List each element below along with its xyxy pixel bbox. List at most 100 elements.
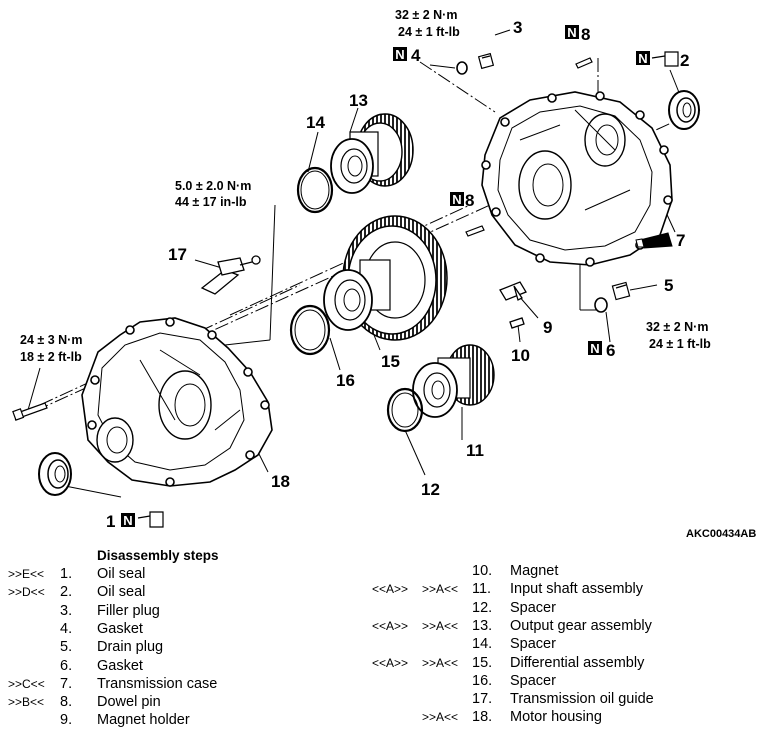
svg-text:N: N	[452, 192, 461, 207]
step-mark-a: <<A>>	[372, 618, 409, 633]
svg-text:N: N	[123, 513, 132, 528]
step-name: Transmission oil guide	[510, 691, 654, 708]
step-mark-b: >>A<<	[422, 582, 459, 597]
torque-18-line2: 18 ± 2 ft-lb	[20, 350, 82, 364]
part-output-gear-assembly	[330, 113, 414, 194]
svg-text:N: N	[638, 51, 647, 66]
callout-18: 18	[271, 472, 290, 491]
callout-17: 17	[168, 245, 187, 264]
callout-5: 5	[664, 276, 673, 295]
step-row: <<A>> >>A<< 15. Differential assembly	[0, 654, 765, 672]
part-spacer-14	[296, 166, 334, 214]
step-name: Magnet	[510, 563, 559, 579]
callout-1: 1	[106, 512, 115, 531]
part-input-shaft-assembly	[412, 344, 495, 418]
part-magnet-holder	[499, 281, 527, 301]
step-row: >>D<< 2. Oil seal	[0, 583, 765, 601]
step-row: <<A>> >>A<< 11. Input shaft assembly	[0, 580, 765, 598]
step-mark-b: >>A<<	[422, 655, 459, 670]
callout-7: 7	[676, 231, 685, 250]
step-name: Gasket	[97, 657, 143, 674]
step-name: Output gear assembly	[510, 617, 652, 634]
step-row: >>C<<7.Transmission case	[0, 675, 765, 693]
step-row: 9.Magnet holder	[0, 711, 765, 729]
step-name: Spacer	[510, 672, 556, 689]
callout-16: 16	[336, 371, 355, 390]
step-mark-a: >>D<<	[8, 585, 45, 600]
step-mark-a: >>E<<	[8, 567, 45, 581]
step-mark-b: >>A<<	[422, 710, 459, 725]
step-number: 11.	[472, 581, 492, 598]
callout-8-top: 8	[581, 25, 590, 44]
step-name: Oil seal	[97, 584, 146, 601]
step-name: Gasket	[97, 620, 143, 637]
callout-10: 10	[511, 346, 530, 365]
step-number: 15.	[472, 654, 493, 671]
step-row: 10.Magnet	[0, 562, 765, 580]
step-name: Dowel pin	[97, 694, 161, 711]
step-row: >>A<<18.Motor housing	[0, 708, 765, 726]
callout-11: 11	[466, 441, 484, 460]
callout-numbers: 1 2 3 4 5 6 7 8 8 9 10 11 12 13 14 15 16…	[106, 18, 689, 531]
part-magnet	[509, 317, 525, 329]
torque-3-line2: 24 ± 1 ft-lb	[398, 25, 460, 39]
step-name: Filler plug	[97, 602, 160, 619]
oil-can-icon	[651, 51, 679, 67]
part-gasket-6	[594, 297, 608, 313]
part-dowel-pin-top	[575, 57, 593, 69]
step-row: >>E<<1.Oil seal	[0, 565, 765, 583]
step-name: Spacer	[510, 636, 556, 653]
step-number: 6.	[60, 657, 73, 674]
step-row: 4. Gasket	[0, 620, 765, 638]
n-mark-8-top: N	[565, 25, 579, 40]
step-number: 4.	[60, 620, 73, 637]
step-number: 3.	[60, 602, 73, 619]
step-row: 6. Gasket	[0, 657, 765, 675]
n-mark-4: N	[393, 47, 407, 62]
step-number: 2.	[60, 584, 73, 601]
step-mark-a: <<A>>	[372, 655, 409, 670]
part-dowel-pin-bottom	[465, 225, 485, 237]
callout-8-bottom: 8	[465, 191, 474, 210]
step-number: 7.	[60, 675, 73, 692]
part-housing-bolt	[12, 402, 48, 421]
step-number: 9.	[60, 712, 73, 729]
step-name: Spacer	[510, 599, 556, 616]
step-row: 14. Spacer	[0, 635, 765, 653]
callout-12: 12	[421, 480, 440, 499]
part-gasket-4	[456, 61, 468, 75]
step-number: 12.	[472, 599, 493, 616]
callout-14: 14	[306, 113, 325, 132]
part-spacer-12	[386, 387, 424, 433]
step-name: Oil seal	[97, 566, 146, 582]
step-number: 14.	[472, 636, 493, 653]
part-motor-housing	[81, 317, 273, 487]
step-number: 13.	[472, 617, 493, 634]
step-name: Differential assembly	[510, 654, 645, 671]
part-spacer-16	[289, 304, 331, 356]
oil-can-icon	[137, 511, 164, 528]
step-row: >>B<<8.Dowel pin	[0, 693, 765, 711]
sealant-tube-icon	[635, 232, 673, 249]
step-row: 12. Spacer	[0, 599, 765, 617]
step-name: Transmission case	[97, 675, 218, 692]
torque-5-line2: 24 ± 1 ft-lb	[649, 337, 711, 351]
part-oil-seal-2	[668, 90, 700, 130]
torque-18-line1: 24 ± 3 N·m	[20, 333, 82, 347]
step-name: Motor housing	[510, 709, 602, 726]
step-row: <<A>> >>A<< 13. Output gear assembly	[0, 617, 765, 635]
step-name: Input shaft assembly	[510, 581, 643, 598]
torque-specs: 32 ± 2 N·m 24 ± 1 ft-lb 32 ± 2 N·m 24 ± …	[20, 8, 711, 364]
torque-17-line2: 44 ± 17 in-lb	[175, 195, 247, 209]
step-number: 5.	[60, 639, 73, 656]
step-mark-b: >>A<<	[422, 618, 459, 633]
callout-6: 6	[606, 341, 615, 360]
n-mark-6: N	[588, 341, 602, 356]
disassembly-steps: Disassembly steps >>E<<1.Oil seal>>D<<2.…	[0, 546, 765, 736]
part-filler-plug	[477, 52, 495, 70]
step-row: 17.Transmission oil guide	[0, 690, 765, 708]
step-mark-a: <<A>>	[372, 582, 409, 597]
step-number: 16.	[472, 672, 493, 689]
callout-13: 13	[349, 91, 368, 110]
figure-id: AKC00434AB	[686, 528, 756, 540]
